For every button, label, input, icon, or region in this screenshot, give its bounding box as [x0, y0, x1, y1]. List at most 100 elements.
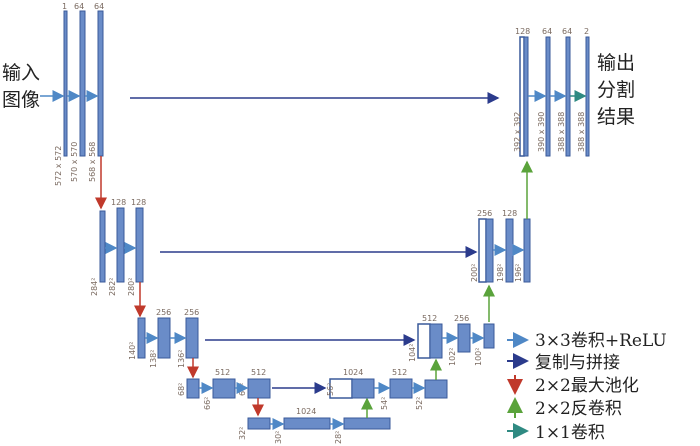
- legend-conv-label: 3×3卷积+ReLU: [535, 331, 667, 351]
- cropped-copy-u2: [478, 218, 487, 283]
- feature-map-l5-b: [283, 417, 331, 430]
- feature-map-l3-c: [185, 317, 199, 359]
- channel-label-l2-c: 128: [131, 198, 146, 207]
- feature-map-u4-c: [424, 379, 448, 399]
- feature-map-l5-a: [247, 417, 271, 430]
- dim-label-u2-c: 196²: [514, 264, 523, 282]
- feature-map-u3-b: [457, 323, 471, 353]
- channel-label-u2-a: 256: [477, 209, 492, 218]
- dim-label-l5-a: 32²: [238, 427, 247, 440]
- channel-label-l5-b: 1024: [296, 407, 316, 416]
- dim-label-l4-a: 68²: [177, 383, 186, 396]
- dim-label-l1-a: 572 x 572: [54, 146, 63, 186]
- encoder-level-4: 512 512 68² 66² 64²: [177, 368, 327, 417]
- dim-label-l2-b: 282²: [108, 278, 117, 296]
- feature-map-u1-b: [545, 36, 551, 157]
- output-label-line-1: 输出: [597, 52, 636, 74]
- feature-map-u1-c: [565, 36, 571, 157]
- dim-label-l2-a: 284²: [90, 278, 99, 296]
- dim-label-l5-b: 30²: [274, 431, 283, 444]
- dim-label-l4-c: 64²: [238, 383, 247, 396]
- dim-label-l3-b: 138²: [149, 350, 158, 368]
- feature-map-u4-a: [351, 378, 375, 399]
- encoder-level-3: 256 256 140² 138² 136²: [128, 308, 416, 379]
- input-label-line-1: 输入: [2, 62, 41, 84]
- feature-map-u1-a: [523, 36, 529, 157]
- cropped-copy-u3: [417, 323, 431, 359]
- dim-label-u1-b: 390 x 390: [537, 112, 546, 152]
- dim-label-u3-c: 100²: [474, 348, 483, 366]
- channel-label-u4-a: 1024: [343, 368, 363, 377]
- encoder-level-2: 128 128 284² 282² 280²: [90, 198, 478, 318]
- feature-map-u3-a: [429, 323, 443, 359]
- input-image-label: 输入 图像: [2, 60, 40, 114]
- channel-label-u1-a: 128: [515, 27, 530, 36]
- feature-map-l1-b: [79, 10, 86, 157]
- legend-copy-label: 复制与拼接: [535, 353, 620, 373]
- legend: 3×3卷积+ReLU 复制与拼接 2×2最大池化 2×2反卷积 1×1卷积: [507, 331, 667, 443]
- channel-label-l4-b: 512: [215, 368, 230, 377]
- dim-label-u1-a: 392 x 392: [513, 112, 522, 152]
- legend-final-label: 1×1卷积: [535, 423, 605, 443]
- channel-label-u3-a: 512: [422, 314, 437, 323]
- output-segmentation-label: 输出 分割 结果: [597, 50, 635, 131]
- bottleneck-level: 1024 32² 30² 28²: [238, 397, 391, 444]
- feature-map-u1-d: [585, 36, 590, 157]
- decoder-level-3: 512 256 104² 102² 100²: [408, 284, 495, 366]
- decoder-level-4: 1024 512 56² 54² 52²: [326, 358, 448, 410]
- dim-label-l1-b: 570 x 570: [70, 142, 79, 182]
- feature-map-l3-a: [137, 317, 146, 359]
- feature-map-l1-c: [97, 10, 104, 157]
- output-label-line-3: 结果: [597, 106, 636, 128]
- channel-label-l4-c: 512: [251, 368, 266, 377]
- feature-map-l5-c: [343, 417, 391, 430]
- feature-map-l1-a: [63, 10, 68, 157]
- dim-label-u2-a: 200²: [470, 264, 479, 282]
- channel-label-l1-c: 64: [94, 2, 104, 11]
- channel-label-l3-c: 256: [184, 308, 199, 317]
- dim-label-l3-a: 140²: [128, 342, 137, 360]
- feature-map-l2-a: [99, 210, 106, 283]
- dim-label-l1-c: 568 x 568: [88, 142, 97, 182]
- channel-label-u1-c: 64: [562, 27, 572, 36]
- channel-label-l1-a: 1: [62, 2, 67, 11]
- feature-map-l3-b: [157, 317, 171, 359]
- legend-pool-label: 2×2最大池化: [535, 376, 639, 396]
- channel-label-u1-b: 64: [542, 27, 552, 36]
- output-label-line-2: 分割: [597, 79, 636, 101]
- dim-label-u4-c: 52²: [415, 397, 424, 410]
- dim-label-u2-b: 198²: [496, 264, 505, 282]
- feature-map-u4-b: [389, 378, 413, 399]
- channel-label-u1-d: 2: [584, 27, 589, 36]
- dim-label-u3-a: 104²: [408, 344, 417, 362]
- feature-map-u2-b: [505, 218, 514, 283]
- channel-label-l3-b: 256: [156, 308, 171, 317]
- channel-label-l1-b: 64: [74, 2, 84, 11]
- dim-label-u1-c: 388 x 388: [557, 112, 566, 152]
- channel-label-u4-b: 512: [392, 368, 407, 377]
- dim-label-u4-a: 56²: [326, 383, 335, 396]
- dim-label-l5-c: 28²: [334, 431, 343, 444]
- feature-map-l2-b: [116, 207, 125, 283]
- feature-map-l4-c: [247, 378, 271, 399]
- dim-label-u1-d: 388 x 388: [577, 112, 586, 152]
- dim-label-l2-c: 280²: [127, 278, 136, 296]
- decoder-level-1: 128 64 64 2 392 x 392 390 x 390 388 x 38…: [513, 27, 590, 157]
- feature-map-u2-a: [485, 218, 494, 283]
- dim-label-l3-c: 136²: [177, 350, 186, 368]
- dim-label-u3-b: 102²: [448, 348, 457, 366]
- dim-label-l4-b: 66²: [203, 397, 212, 410]
- feature-map-u3-c: [483, 323, 495, 349]
- channel-label-u3-b: 256: [454, 314, 469, 323]
- feature-map-l2-c: [135, 207, 144, 283]
- channel-label-l2-b: 128: [111, 198, 126, 207]
- dim-label-u4-b: 54²: [380, 397, 389, 410]
- feature-map-l4-b: [212, 378, 236, 399]
- decoder-level-2: 256 128 200² 198² 196²: [470, 160, 533, 283]
- channel-label-u2-b: 128: [502, 209, 517, 218]
- legend-upconv-label: 2×2反卷积: [535, 399, 622, 419]
- feature-map-l4-a: [186, 378, 200, 399]
- feature-map-u2-c: [523, 218, 531, 283]
- input-label-line-2: 图像: [2, 89, 41, 111]
